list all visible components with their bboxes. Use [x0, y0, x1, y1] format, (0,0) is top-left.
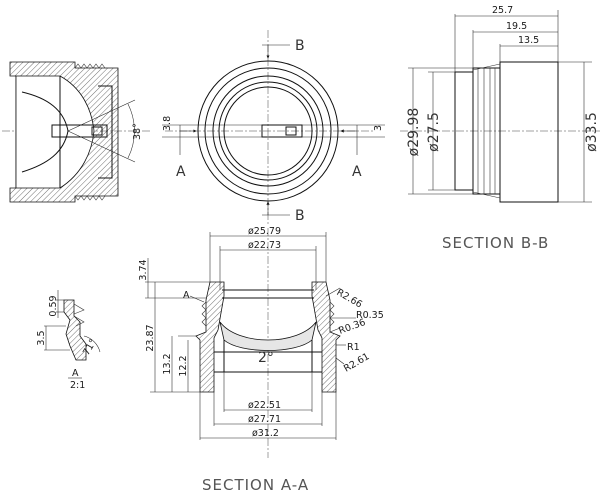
dim-r1: R1 — [347, 342, 360, 353]
section-bb-view: 25.7 19.5 13.5 ø29.98 ø27.5 ø33.5 SECTIO… — [400, 5, 600, 252]
dim-3-8: 3.8 — [162, 116, 173, 131]
dim-23-87: 23.87 — [145, 324, 156, 351]
dim-dia-27-5: ø27.5 — [426, 112, 442, 152]
section-bb-title: SECTION B-B — [442, 234, 549, 252]
dim-r0-36: R0.36 — [337, 317, 367, 337]
center-angle-2deg: 2° — [258, 350, 274, 366]
dim-13-2: 13.2 — [162, 353, 173, 374]
dim-3-5: 3.5 — [36, 330, 47, 345]
section-mark-b-bottom: B — [295, 208, 305, 224]
dim-dia-29-98: ø29.98 — [406, 108, 422, 157]
dim-r2-66: R2.66 — [335, 287, 365, 310]
dim-dia-31-2: ø31.2 — [252, 428, 279, 439]
dim-13-5: 13.5 — [518, 35, 539, 46]
detail-callout-a: A — [183, 290, 190, 301]
dim-25-7: 25.7 — [492, 5, 513, 16]
dim-dia-22-73: ø22.73 — [248, 240, 281, 251]
dim-dia-27-71: ø27.71 — [248, 414, 281, 425]
dim-0-59: 0.59 — [48, 295, 59, 316]
detail-label-a: A — [72, 368, 79, 379]
section-mark-a-left: A — [176, 164, 186, 180]
dim-r0-35: R0.35 — [356, 310, 384, 321]
dim-dia-25-79: ø25.79 — [248, 226, 281, 237]
dim-3-74: 3.74 — [138, 259, 149, 280]
section-mark-b-top: B — [295, 38, 305, 54]
dim-3: 3 — [373, 125, 384, 131]
detail-scale: 2:1 — [70, 380, 85, 391]
detail-a-view: 0.59 3.5 71° A 2:1 — [36, 290, 101, 391]
section-aa-view: ø25.79 ø22.73 3.74 23.87 13.2 12.2 A R2.… — [138, 226, 384, 494]
dim-dia-22-51: ø22.51 — [248, 400, 281, 411]
dim-19-5: 19.5 — [506, 21, 527, 32]
dim-12-2: 12.2 — [178, 355, 189, 376]
section-mark-a-right: A — [352, 164, 362, 180]
angle-38-label: 38° — [132, 123, 143, 140]
side-view-left: 38° — [2, 61, 150, 203]
dim-dia-33-5: ø33.5 — [584, 112, 600, 152]
dim-r2-61: R2.61 — [342, 351, 372, 374]
front-view-circular: B B A A 3.8 3 — [162, 30, 385, 225]
section-aa-title: SECTION A-A — [202, 476, 309, 494]
